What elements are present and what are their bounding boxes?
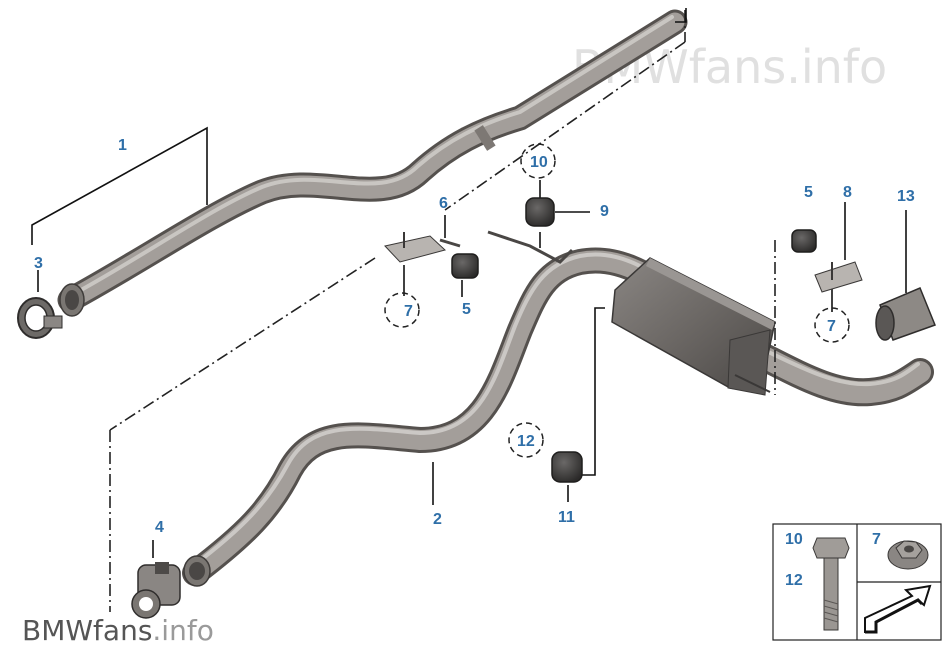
callout-9: 9: [600, 203, 609, 220]
callout-8: 8: [843, 184, 852, 201]
callout-11: 11: [558, 509, 575, 526]
pipe-clamp-3: [17, 297, 63, 339]
bmwfans-watermark-bottom: BMWfans.info: [22, 614, 214, 647]
callout-6: 6: [439, 195, 448, 212]
flange-nut-icon: [887, 540, 929, 570]
callout-13: 13: [897, 188, 915, 205]
inset-label-10: 10: [785, 531, 803, 548]
callout-lines: [31, 8, 907, 558]
callout-4: 4: [155, 519, 164, 536]
rubber-mount-11: [551, 451, 583, 483]
callout-5-left: 5: [462, 301, 471, 318]
callout-2: 2: [433, 511, 442, 528]
callout-3: 3: [34, 255, 43, 272]
pipe-clamp-4: [131, 562, 181, 619]
center-pipe: [182, 247, 653, 587]
callout-7-right: 7: [827, 318, 836, 335]
rubber-mount-5-right: [791, 229, 817, 253]
rubber-mount-5-left: [451, 253, 479, 279]
leader-lines: [109, 10, 776, 612]
watermark-brand-bottom: BMWfans: [22, 614, 153, 647]
watermark-suffix-bottom: .info: [152, 614, 214, 647]
dashed-markers: [384, 143, 850, 458]
inset-label-7: 7: [872, 531, 881, 548]
rear-muffler: [611, 257, 776, 396]
hanger-6: [439, 230, 574, 264]
inset-label-12: 12: [785, 572, 803, 589]
tail-trim-13: [875, 287, 936, 341]
bmwfans-watermark-top: BMWfans.info: [572, 40, 887, 94]
callout-12: 12: [517, 433, 535, 450]
hardware-inset: 10 12 7: [772, 523, 942, 641]
tightening-arrow-icon: [864, 584, 932, 634]
watermark-suffix: .info: [786, 40, 888, 94]
rubber-mount-9: [525, 197, 555, 227]
tail-pipe: [746, 341, 934, 407]
bracket-left: [384, 232, 447, 263]
callout-1: 1: [118, 137, 127, 154]
callout-10: 10: [530, 154, 548, 171]
bracket-right: [814, 261, 863, 293]
callout-7-left: 7: [404, 303, 413, 320]
bolt-icon: [812, 537, 850, 631]
callout-5-right: 5: [804, 184, 813, 201]
front-pipe: [57, 9, 688, 317]
